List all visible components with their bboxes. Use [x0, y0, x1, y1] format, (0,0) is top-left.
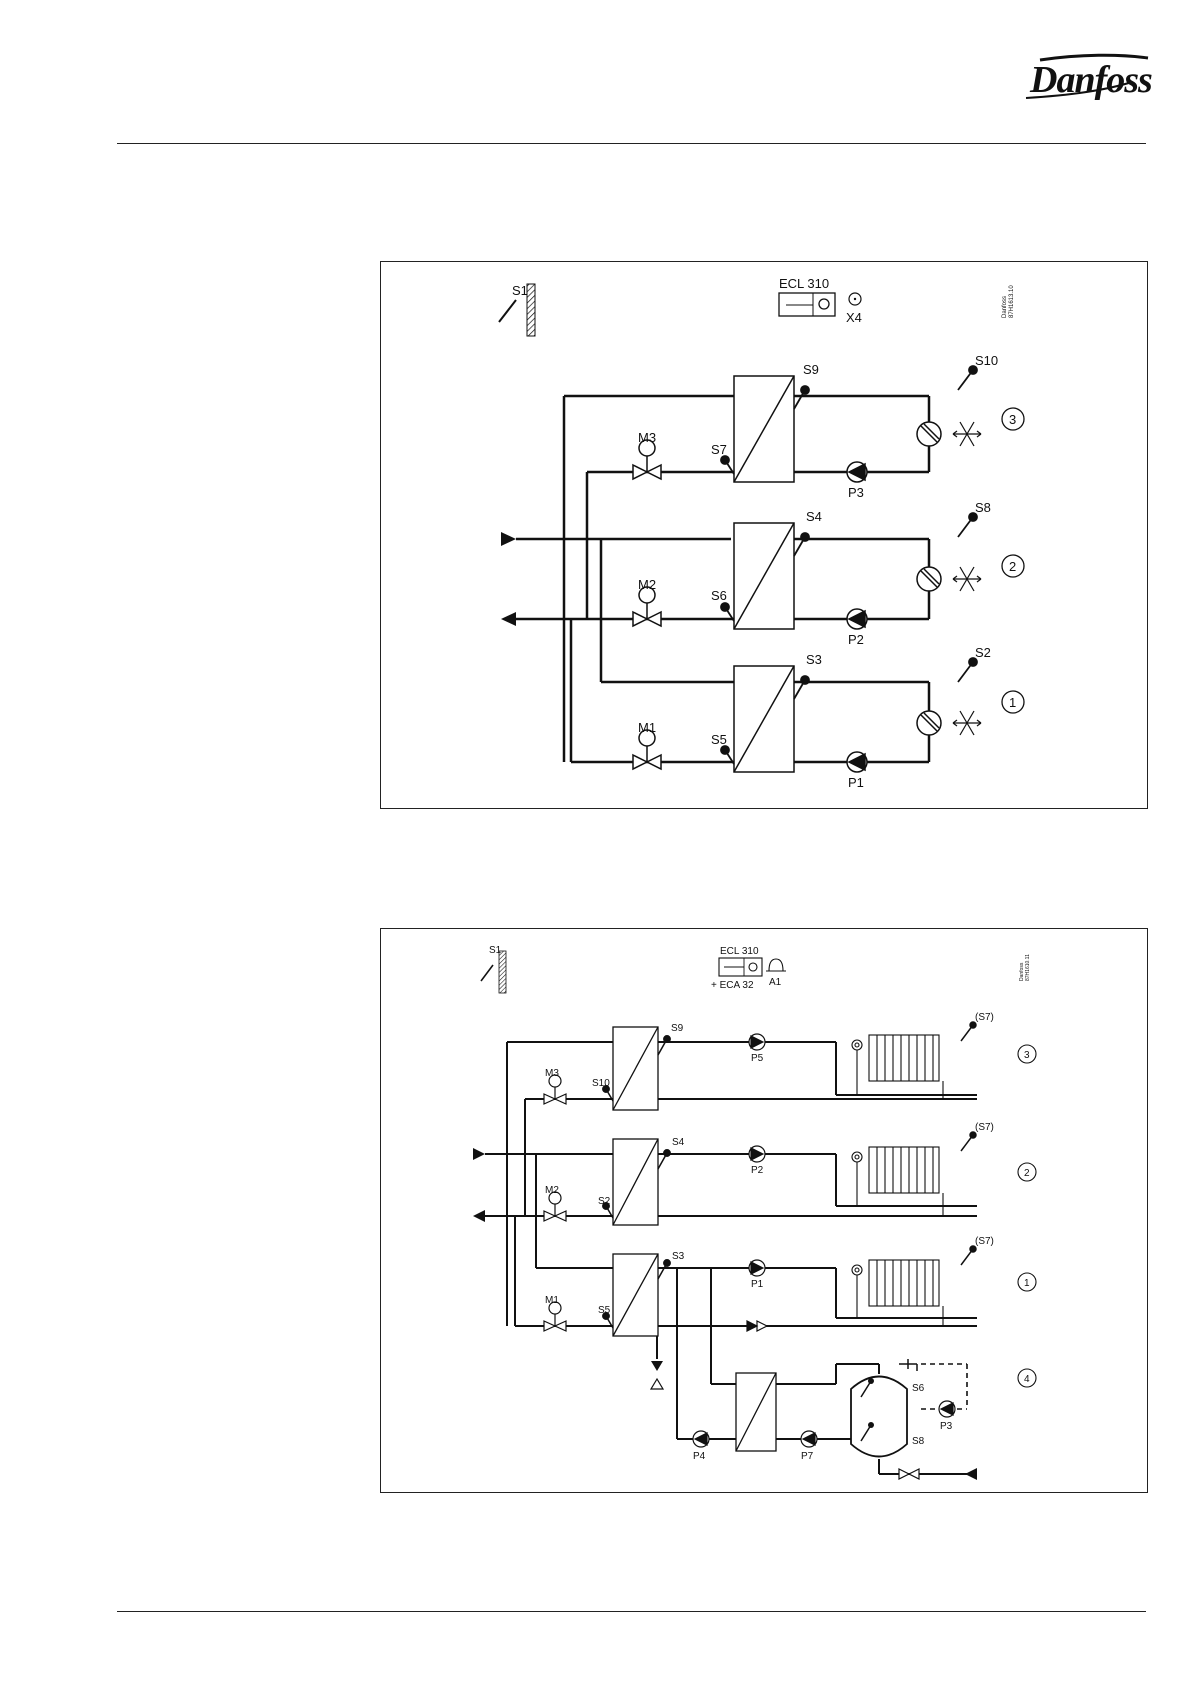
- label-p2: P2: [751, 1165, 764, 1176]
- radiator-3: [852, 1035, 943, 1099]
- label-p5: P5: [751, 1053, 764, 1064]
- label-m3: M3: [545, 1068, 559, 1079]
- pump-p3-icon: [939, 1401, 955, 1417]
- label-s8: S8: [912, 1436, 925, 1447]
- circuit-3-number: 3: [1009, 412, 1016, 427]
- label-s7-circuit2: (S7): [975, 1122, 994, 1133]
- pump-p3-icon: [847, 462, 867, 482]
- label-p2: P2: [848, 632, 864, 647]
- supply-arrow-icon: [473, 1148, 485, 1160]
- return-arrow-icon: [473, 1210, 485, 1222]
- module-label: + ECA 32: [711, 980, 754, 991]
- label-s3: S3: [806, 652, 822, 667]
- side-note-brand: Danfoss: [1002, 296, 1008, 318]
- pump-p1-icon: [749, 1260, 765, 1276]
- label-x4: X4: [846, 310, 862, 325]
- cooling-unit-2: [917, 567, 941, 591]
- circuit-1-number: 1: [1009, 695, 1016, 710]
- label-s9: S9: [671, 1023, 684, 1034]
- outdoor-sensor-s1: [481, 951, 506, 993]
- label-m1: M1: [545, 1295, 559, 1306]
- check-valve-icon: [651, 1379, 663, 1389]
- tap-icon: [899, 1359, 917, 1371]
- side-note-code: 87H1610.11: [1025, 954, 1031, 981]
- snowflake-icon: [953, 567, 981, 591]
- circuit-3-number: 3: [1024, 1050, 1030, 1061]
- label-s6: S6: [912, 1383, 925, 1394]
- diagram-panel-cooling: S1 ECL 310 X4 S10 S9 S8 S4 S2 S3 S7 S6 S…: [380, 261, 1148, 809]
- header-rule: [117, 143, 1146, 144]
- label-s7-circuit1: (S7): [975, 1236, 994, 1247]
- cooling-unit-3: [917, 422, 941, 446]
- cold-water-arrow-icon: [965, 1468, 977, 1480]
- pump-p2-icon: [749, 1146, 765, 1162]
- label-s5: S5: [598, 1305, 611, 1316]
- label-s4: S4: [672, 1137, 685, 1148]
- footer-rule: [117, 1611, 1146, 1612]
- pump-p4-icon: [693, 1431, 709, 1447]
- supply-arrow-icon: [501, 532, 516, 546]
- controller-label: ECL 310: [720, 946, 759, 957]
- label-s10: S10: [975, 353, 998, 368]
- label-s5: S5: [711, 732, 727, 747]
- label-s2: S2: [975, 645, 991, 660]
- label-s9: S9: [803, 362, 819, 377]
- label-a1: A1: [769, 977, 782, 988]
- label-p1: P1: [751, 1279, 764, 1290]
- label-p1: P1: [848, 775, 864, 790]
- pump-p1-icon: [847, 752, 867, 772]
- motor-valve-m1: [544, 1302, 566, 1331]
- label-s3: S3: [672, 1251, 685, 1262]
- circuit-2-number: 2: [1024, 1168, 1030, 1179]
- danfoss-logo: Danfoss: [1020, 52, 1150, 102]
- label-s10: S10: [592, 1078, 610, 1089]
- diagram-cooling-svg: S1 ECL 310 X4 S10 S9 S8 S4 S2 S3 S7 S6 S…: [381, 262, 1147, 808]
- label-s8: S8: [975, 500, 991, 515]
- label-p3: P3: [848, 485, 864, 500]
- label-m2: M2: [545, 1185, 559, 1196]
- controller-label: ECL 310: [779, 276, 829, 291]
- diagram-heating-svg: S1 ECL 310 + ECA 32 A1 S9 S10 S4 S2 S3 S…: [381, 929, 1147, 1492]
- label-p7: P7: [801, 1451, 814, 1462]
- snowflake-icon: [953, 711, 981, 735]
- label-s7-circuit3: (S7): [975, 1012, 994, 1023]
- radiator-1: [852, 1260, 943, 1326]
- return-flow-arrow-icon: [651, 1361, 663, 1371]
- pump-p7-icon: [801, 1431, 817, 1447]
- controller-ecl310: [779, 293, 835, 316]
- motor-valve-m2: [544, 1192, 566, 1221]
- circuit-1-number: 1: [1024, 1278, 1030, 1289]
- label-s1: S1: [512, 283, 528, 298]
- cooling-unit-1: [917, 711, 941, 735]
- pump-p5-icon: [749, 1034, 765, 1050]
- label-s1: S1: [489, 945, 502, 956]
- circuit-2-number: 2: [1009, 559, 1016, 574]
- label-m2: M2: [638, 577, 656, 592]
- circuit-4-number: 4: [1024, 1374, 1030, 1385]
- pump-p2-icon: [847, 609, 867, 629]
- label-s7: S7: [711, 442, 727, 457]
- label-s6: S6: [711, 588, 727, 603]
- label-s2: S2: [598, 1196, 611, 1207]
- dhw-storage-tank: [851, 1377, 907, 1457]
- side-note-code: 87H1613.10: [1009, 285, 1015, 318]
- snowflake-icon: [953, 422, 981, 446]
- cold-water-valve-icon: [899, 1469, 919, 1479]
- alarm-bell-icon: [766, 959, 786, 971]
- x4-terminal-icon: [849, 293, 861, 305]
- motor-valve-m3: [544, 1075, 566, 1104]
- label-m3: M3: [638, 430, 656, 445]
- diagram-panel-heating: S1 ECL 310 + ECA 32 A1 S9 S10 S4 S2 S3 S…: [380, 928, 1148, 1493]
- label-p4: P4: [693, 1451, 706, 1462]
- check-valve-primary-icon: [747, 1321, 767, 1331]
- return-arrow-icon: [501, 612, 516, 626]
- label-s4: S4: [806, 509, 822, 524]
- controller-ecl310-eca32: [719, 958, 762, 976]
- logo-text: Danfoss: [1030, 58, 1152, 102]
- label-p3: P3: [940, 1421, 953, 1432]
- label-m1: M1: [638, 720, 656, 735]
